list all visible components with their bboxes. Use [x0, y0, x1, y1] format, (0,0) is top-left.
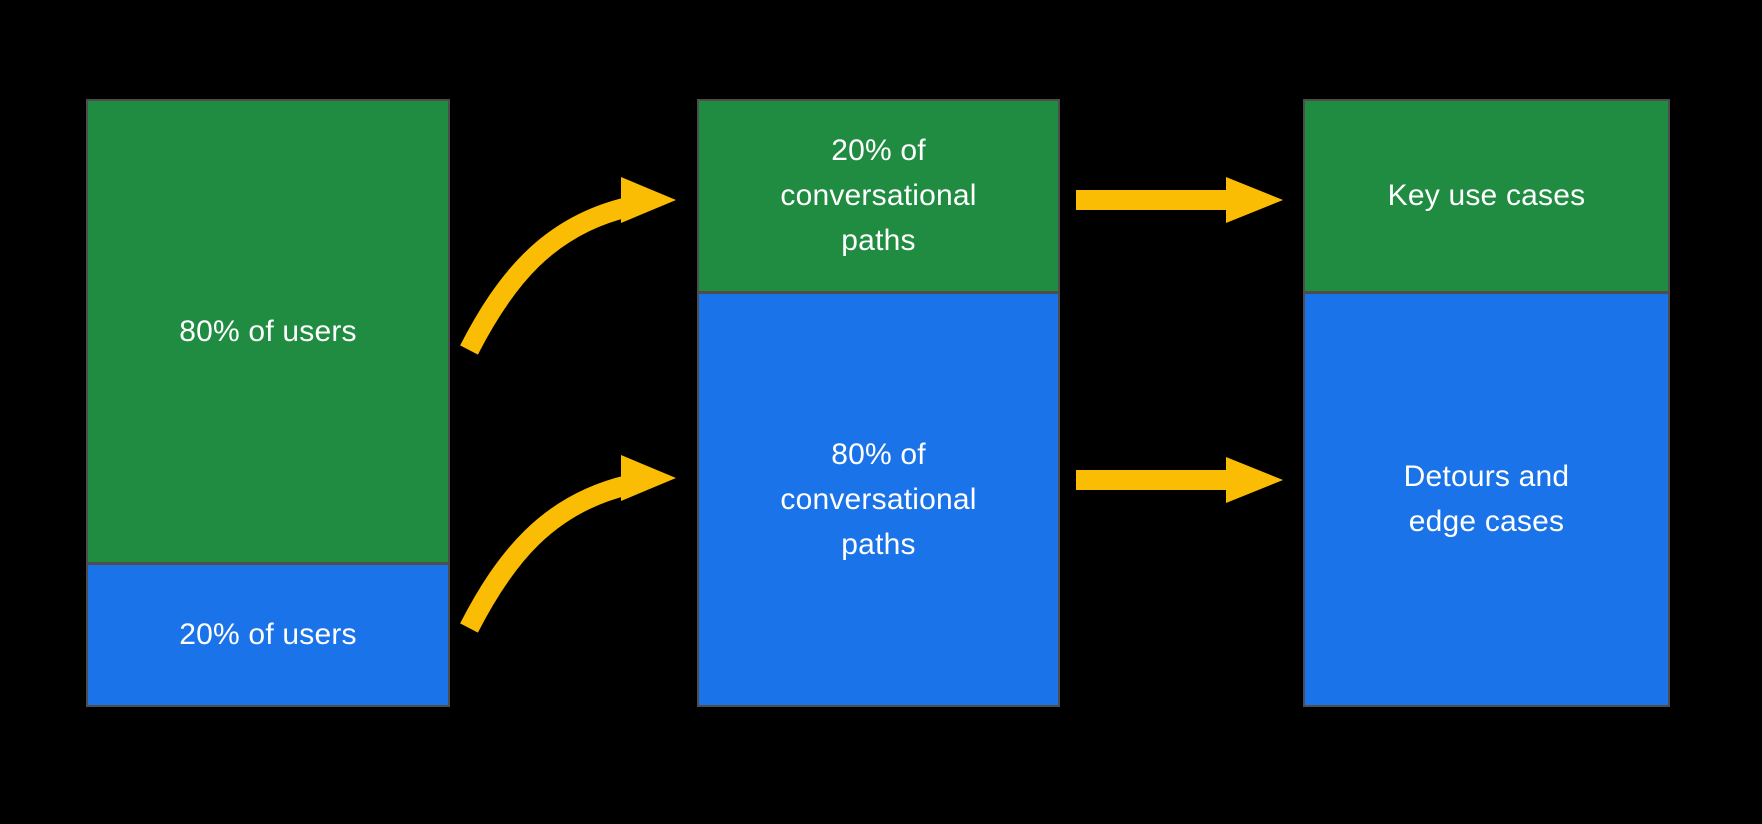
curved-arrow-bottom-icon: [460, 455, 676, 633]
segment-key-use-cases: Key use cases: [1305, 101, 1668, 291]
segment-label: 20% of users: [179, 618, 357, 652]
column-conversational-paths: 20% of conversational paths 80% of conve…: [697, 99, 1060, 707]
curved-arrow-top-icon: [460, 177, 676, 355]
segment-detours-edge-cases: Detours and edge cases: [1305, 290, 1668, 705]
segment-label: Key use cases: [1387, 179, 1586, 213]
column-users: 80% of users 20% of users: [86, 99, 450, 707]
segment-users-minority: 20% of users: [88, 561, 448, 705]
segment-label: 20% of conversational paths: [780, 134, 977, 258]
straight-arrow-top-icon: [1076, 177, 1283, 223]
column-outcomes: Key use cases Detours and edge cases: [1303, 99, 1670, 707]
segment-paths-minority: 20% of conversational paths: [699, 101, 1058, 291]
segment-label: Detours and edge cases: [1403, 460, 1570, 539]
segment-users-majority: 80% of users: [88, 101, 448, 562]
straight-arrow-bottom-icon: [1076, 457, 1283, 503]
segment-label: 80% of users: [179, 314, 357, 348]
segment-label: 80% of conversational paths: [780, 437, 977, 561]
segment-paths-majority: 80% of conversational paths: [699, 290, 1058, 705]
